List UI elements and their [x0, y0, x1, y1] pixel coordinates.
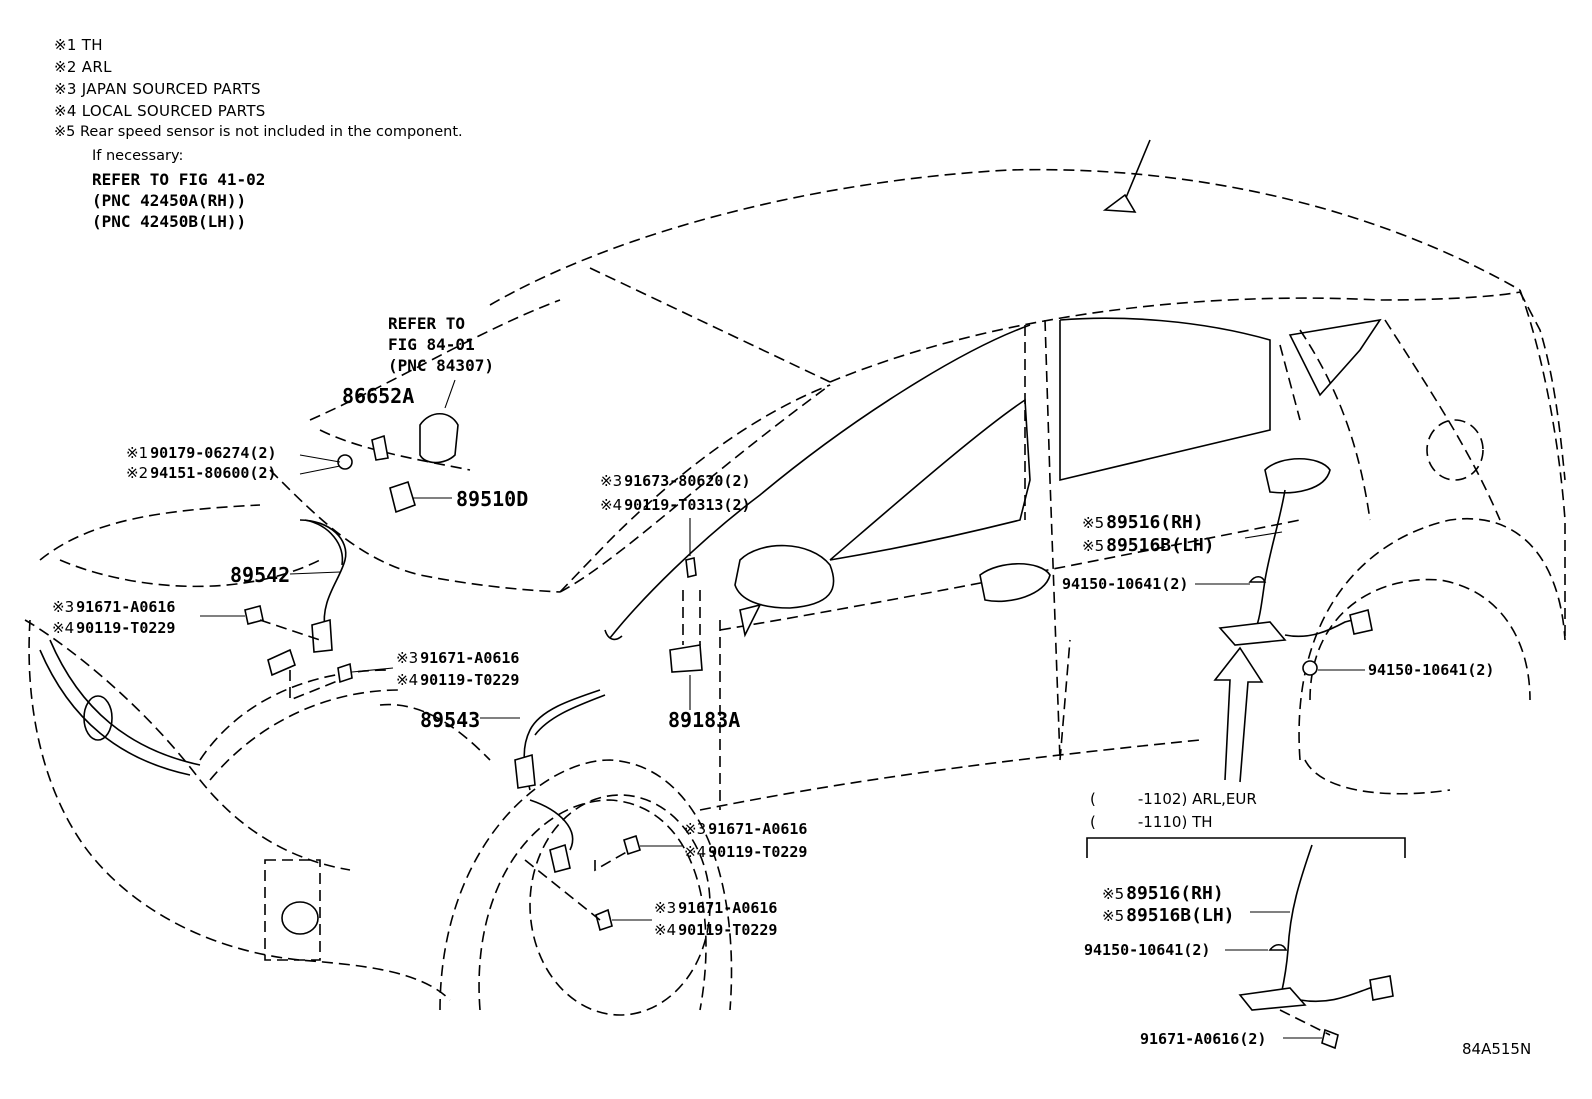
label-89543: 89543	[420, 708, 481, 732]
label-86652a: 86652A	[342, 384, 415, 408]
ref-84-line2: FIG 84-01	[388, 335, 475, 354]
inset-line2: (-1110) TH	[1090, 813, 1213, 831]
label-89542: 89542	[230, 563, 291, 587]
note-5-if-necessary: If necessary:	[92, 148, 184, 164]
note-5-pnc-lh: (PNC 42450B(LH))	[92, 212, 247, 231]
label-inset-94150-10641: 94150-10641(2)	[1084, 941, 1211, 959]
note-5-refer: REFER TO FIG 41-02	[92, 170, 266, 189]
note-2: ※2 ARL	[54, 58, 112, 76]
note-5-pnc-rh: (PNC 42450A(RH))	[92, 191, 247, 210]
label-89183a: 89183A	[668, 708, 741, 732]
ref-84-line1: REFER TO	[388, 314, 466, 333]
ref-84-line3: (PNC 84307)	[388, 356, 494, 375]
note-5: ※5 Rear speed sensor is not included in …	[54, 124, 463, 140]
inset-line1: (-1102) ARL,EUR	[1090, 790, 1257, 808]
label-89510d: 89510D	[456, 487, 529, 511]
note-3: ※3 JAPAN SOURCED PARTS	[54, 80, 261, 98]
figure-id: 84A515N	[1462, 1040, 1532, 1058]
note-1: ※1 TH	[54, 36, 103, 54]
label-inset-91671-a0616: 91671-A0616(2)	[1140, 1030, 1267, 1048]
note-4: ※4 LOCAL SOURCED PARTS	[54, 102, 266, 120]
label-rear-94150-10641: 94150-10641(2)	[1062, 575, 1189, 593]
label-rear-94150-10641-b: 94150-10641(2)	[1368, 661, 1495, 679]
